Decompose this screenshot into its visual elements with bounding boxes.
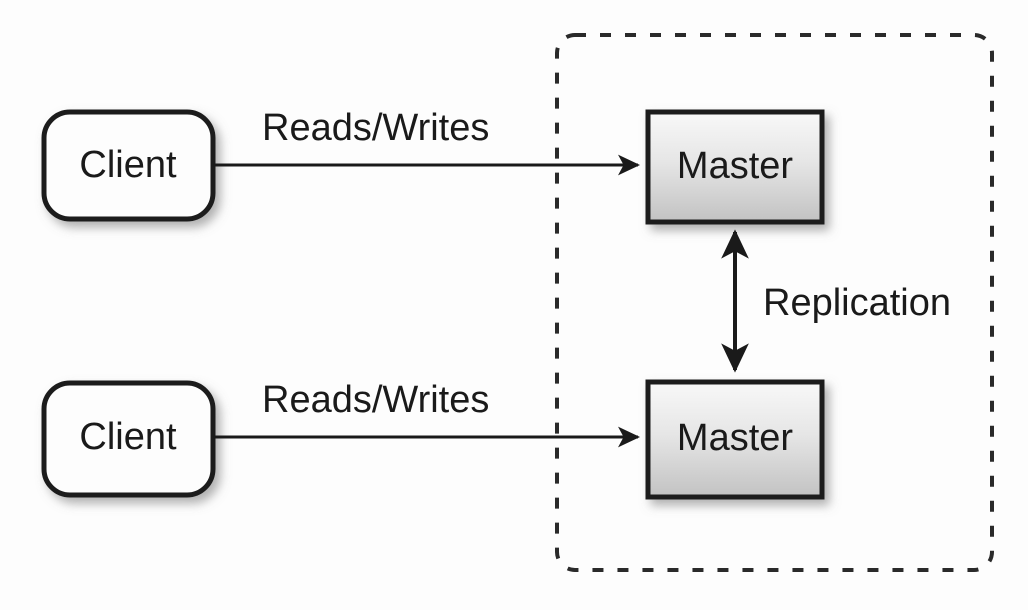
node-client-bottom[interactable]: Client <box>41 380 216 498</box>
node-master-top[interactable]: Master <box>645 109 825 225</box>
replication-cluster-boundary <box>555 33 994 572</box>
master-bottom-label: Master <box>677 417 793 459</box>
edge-replication-label: Replication <box>763 282 951 324</box>
edge-reads-writes-top: Reads/Writes <box>213 107 640 176</box>
master-top-shape <box>645 109 825 225</box>
client-bottom-label: Client <box>79 416 177 458</box>
edge-replication: Replication <box>721 229 951 373</box>
edge-reads-writes-bottom: Reads/Writes <box>213 379 640 448</box>
node-master-bottom[interactable]: Master <box>645 379 825 500</box>
node-client-top[interactable]: Client <box>41 109 216 222</box>
client-top-label: Client <box>79 144 177 186</box>
edge-reads-writes-top-label: Reads/Writes <box>262 107 489 149</box>
client-bottom-shape <box>41 380 216 498</box>
edge-reads-writes-bottom-label: Reads/Writes <box>262 379 489 421</box>
master-top-label: Master <box>677 145 793 187</box>
master-bottom-shape <box>645 379 825 500</box>
